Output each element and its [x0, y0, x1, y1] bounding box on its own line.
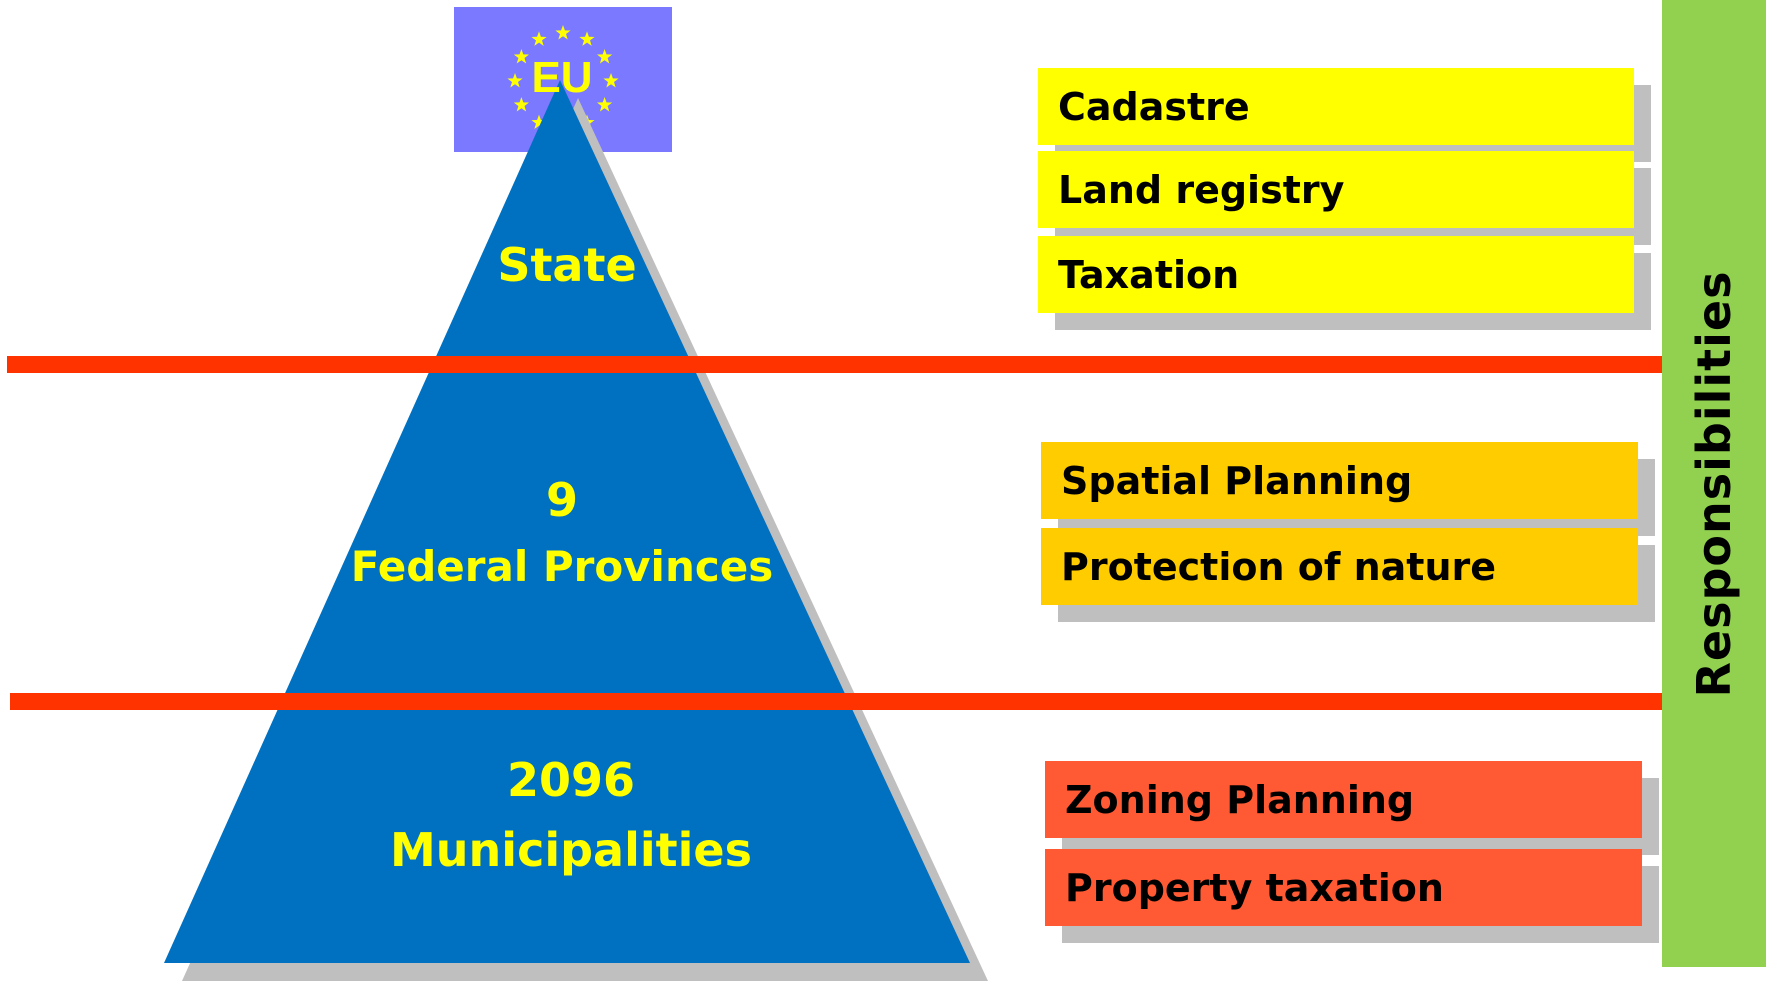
- eu-star-icon: [597, 49, 613, 64]
- eu-label: EU: [531, 53, 592, 102]
- state-label: State: [497, 238, 636, 292]
- resp-box: Cadastre: [1038, 68, 1634, 145]
- resp-box: Land registry: [1038, 151, 1634, 228]
- eu-star-icon: [531, 31, 547, 46]
- eu-star-icon: [579, 31, 595, 46]
- resp-property-taxation: Property taxation: [1045, 849, 1659, 943]
- eu-star-icon: [597, 97, 613, 112]
- eu-star-icon: [531, 114, 547, 129]
- provinces-label: Federal Provinces: [351, 542, 774, 591]
- eu-star-icon: [603, 73, 619, 88]
- resp-spatial-planning: Spatial Planning: [1041, 442, 1655, 536]
- responsibilities-bar: Responsibilities: [1662, 0, 1766, 967]
- resp-box: Property taxation: [1045, 849, 1642, 926]
- resp-zoning-planning: Zoning Planning: [1045, 761, 1659, 855]
- eu-star-icon: [513, 49, 529, 64]
- resp-box: Zoning Planning: [1045, 761, 1642, 838]
- eu-star-icon: [555, 25, 571, 40]
- divider-provinces-municipalities: [10, 693, 1662, 710]
- eu-star-icon: [507, 73, 523, 88]
- resp-box: Spatial Planning: [1041, 442, 1638, 519]
- resp-cadastre: Cadastre: [1038, 68, 1651, 162]
- resp-box: Taxation: [1038, 236, 1634, 313]
- eu-star-icon: [513, 97, 529, 112]
- resp-taxation: Taxation: [1038, 236, 1651, 330]
- provinces-count: 9: [546, 473, 578, 527]
- municipalities-count: 2096: [507, 753, 635, 807]
- pyramid: [164, 80, 970, 963]
- divider-state-provinces: [7, 356, 1662, 373]
- resp-box: Protection of nature: [1041, 528, 1638, 605]
- responsibilities-title: Responsibilities: [1687, 270, 1741, 697]
- resp-land-registry: Land registry: [1038, 151, 1651, 245]
- resp-protection-of-nature: Protection of nature: [1041, 528, 1655, 622]
- municipalities-label: Municipalities: [390, 823, 752, 877]
